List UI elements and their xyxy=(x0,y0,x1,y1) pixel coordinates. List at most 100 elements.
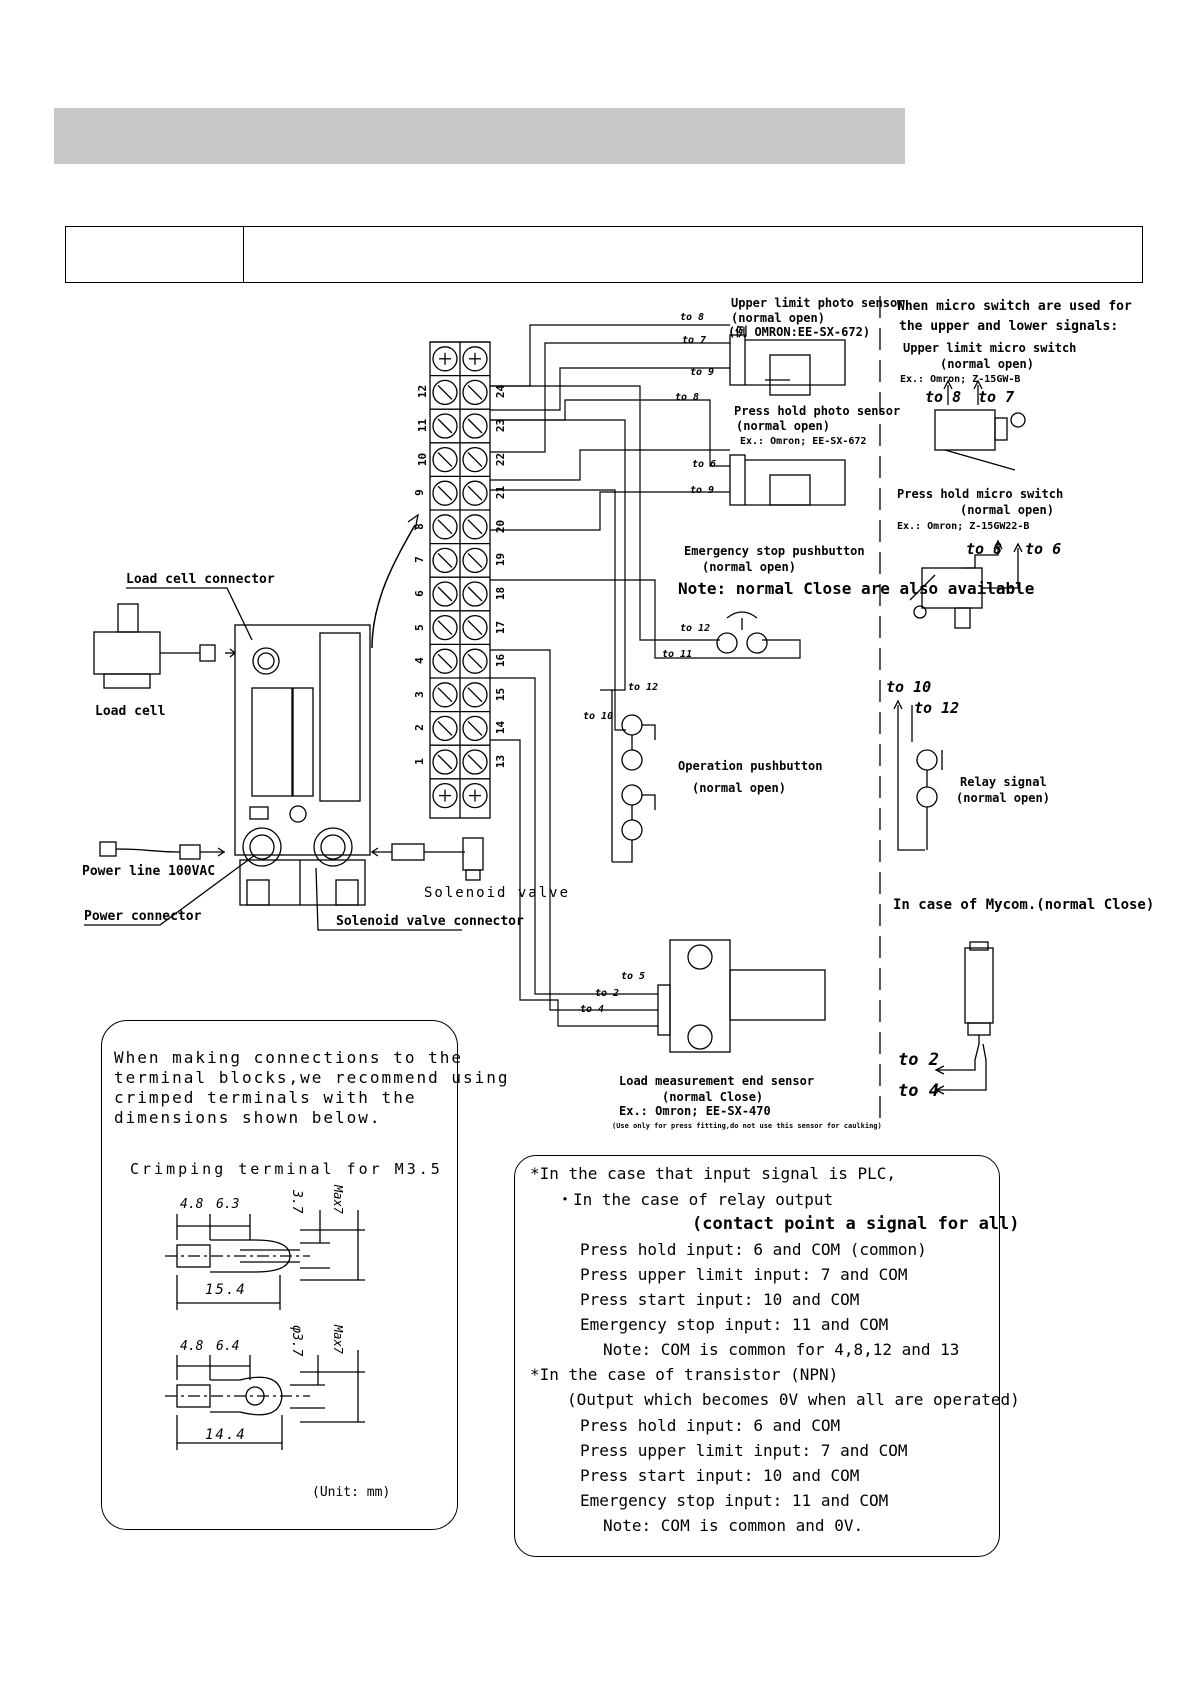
terminal-screw xyxy=(432,480,458,506)
screw-slot xyxy=(467,552,483,568)
press-hold-sensor-to9: to 9 xyxy=(690,485,715,496)
plc-line-1: *In the case that input signal is PLC, xyxy=(530,1164,897,1183)
micro-heading-1: When micro switch are used for xyxy=(897,299,1132,314)
terminal-screw xyxy=(462,446,488,473)
title-table xyxy=(65,226,1143,283)
screw-slot xyxy=(437,452,453,468)
upper-sensor-to8: to 8 xyxy=(680,312,705,323)
upper-sensor-model: (例 OMRON:EE-SX-672) xyxy=(728,325,871,339)
press-hold-sensor-mode: (normal open) xyxy=(736,419,830,433)
screw-slot xyxy=(437,687,453,703)
emergency-title: Emergency stop pushbutton xyxy=(684,544,865,558)
screw-slot xyxy=(467,620,483,636)
terminal-screw xyxy=(432,379,458,406)
crimp-note-line-1: When making connections to the xyxy=(114,1048,463,1067)
terminal-block xyxy=(429,341,491,819)
upper-photo-sensor-drawing xyxy=(729,334,846,396)
relay-mode: (normal open) xyxy=(956,791,1050,805)
terminal-number-left: 7 xyxy=(412,556,426,564)
load-cell-drawing xyxy=(93,603,237,689)
hold-micro-model: Ex.: Omron; Z-15GW22-B xyxy=(897,521,1030,532)
relay-signal-drawing xyxy=(893,699,943,851)
micro-heading-2: the upper and lower signals: xyxy=(899,319,1119,334)
screw-slot xyxy=(467,687,483,703)
terminal-screw xyxy=(462,682,488,708)
operation-to10: to 10 xyxy=(583,711,614,722)
operation-title: Operation pushbutton xyxy=(678,759,823,773)
hold-micro-title: Press hold micro switch xyxy=(897,487,1064,501)
solenoid-valve-label: Solenoid valve xyxy=(424,885,571,901)
upper-sensor-mode: (normal open) xyxy=(731,311,825,325)
power-connector-label: Power connector xyxy=(84,909,202,924)
terminal-screw xyxy=(432,346,458,372)
terminal-number-right: 19 xyxy=(494,553,508,567)
screw-slot xyxy=(467,720,483,736)
emergency-note: Note: normal Close are also available xyxy=(678,579,1035,598)
title-table-label-cell xyxy=(66,227,244,282)
power-line-label: Power line 100VAC xyxy=(82,864,216,879)
terminal-number-left: 1 xyxy=(412,758,426,765)
load-end-note: (Use only for press fitting,do not use t… xyxy=(612,1122,882,1130)
terminal-screw xyxy=(432,446,458,473)
terminal-screw xyxy=(462,614,488,641)
upper-micro-model: Ex.: Omron; Z-15GW-B xyxy=(900,374,1021,385)
load-end-to5: to 5 xyxy=(621,971,646,982)
crimp2-dim-length: 14.4 xyxy=(205,1427,247,1443)
crimp2-dim-h: φ3.7 xyxy=(289,1325,304,1357)
screw-slot xyxy=(467,754,483,770)
terminal-screw xyxy=(462,749,488,775)
crimp-terminal-title: Crimping terminal for M3.5 xyxy=(130,1160,443,1178)
load-end-title: Load measurement end sensor xyxy=(619,1074,815,1088)
plc-line-7: Emergency stop input: 11 and COM xyxy=(580,1315,889,1334)
screw-slot xyxy=(437,586,453,602)
operation-to12: to 12 xyxy=(628,682,659,693)
terminal-number-right: 13 xyxy=(494,754,508,769)
crimp2-dim-max: Max7 xyxy=(331,1325,345,1354)
plc-line-4: Press hold input: 6 and COM (common) xyxy=(580,1240,927,1259)
plc-input-note-box xyxy=(514,1155,1000,1557)
solenoid-valve-drawing xyxy=(370,837,484,881)
terminal-number-right: 18 xyxy=(494,586,508,601)
emergency-to11: to 11 xyxy=(662,649,693,660)
mycom-to2: to 2 xyxy=(898,1050,939,1070)
crimp-unit-label: (Unit: mm) xyxy=(312,1485,391,1500)
operation-mode: (normal open) xyxy=(692,781,786,795)
upper-micro-mode: (normal open) xyxy=(940,357,1034,371)
press-hold-micro-switch-drawing xyxy=(909,539,1023,629)
plc-line-8: Note: COM is common for 4,8,12 and 13 xyxy=(603,1340,960,1359)
terminal-screw xyxy=(432,514,458,540)
terminal-screw xyxy=(462,514,488,540)
terminal-screw xyxy=(462,379,488,406)
crimp1-dim-b: 6.3 xyxy=(216,1197,240,1212)
terminal-number-right: 15 xyxy=(494,687,508,701)
terminal-screw xyxy=(432,614,458,641)
upper-sensor-to9: to 9 xyxy=(690,367,715,378)
terminal-number-left: 6 xyxy=(412,590,426,597)
crimp-note-line-3: crimped terminals with the xyxy=(114,1088,417,1107)
terminal-number-left: 4 xyxy=(412,657,426,664)
terminal-number-left: 11 xyxy=(416,418,430,433)
plc-line-10: (Output which becomes 0V when all are op… xyxy=(567,1390,1020,1409)
terminal-screw xyxy=(462,547,488,574)
terminal-screw xyxy=(462,715,488,742)
plc-line-14: Emergency stop input: 11 and COM xyxy=(580,1491,889,1510)
relay-title: Relay signal xyxy=(960,775,1047,789)
terminal-number-left: 2 xyxy=(412,724,426,732)
relay-to12: to 12 xyxy=(914,699,960,717)
terminal-number-right: 21 xyxy=(494,486,508,500)
terminal-screw xyxy=(432,413,458,439)
screw-slot xyxy=(467,485,483,501)
press-hold-sensor-to6: to 6 xyxy=(692,459,717,470)
press-hold-sensor-model: Ex.: Omron; EE-SX-672 xyxy=(740,436,867,447)
mycom-to4: to 4 xyxy=(898,1081,939,1101)
terminal-number-right: 22 xyxy=(494,452,508,466)
crimp-terminal-fork-drawing xyxy=(165,1210,365,1310)
plc-line-5: Press upper limit input: 7 and COM xyxy=(580,1265,908,1284)
screw-slot xyxy=(437,519,453,535)
plc-line-6: Press start input: 10 and COM xyxy=(580,1290,860,1309)
terminal-number-left: 5 xyxy=(412,623,426,631)
emergency-mode: (normal open) xyxy=(702,560,796,574)
wiring xyxy=(490,324,801,1027)
terminal-number-left: 3 xyxy=(412,690,426,698)
